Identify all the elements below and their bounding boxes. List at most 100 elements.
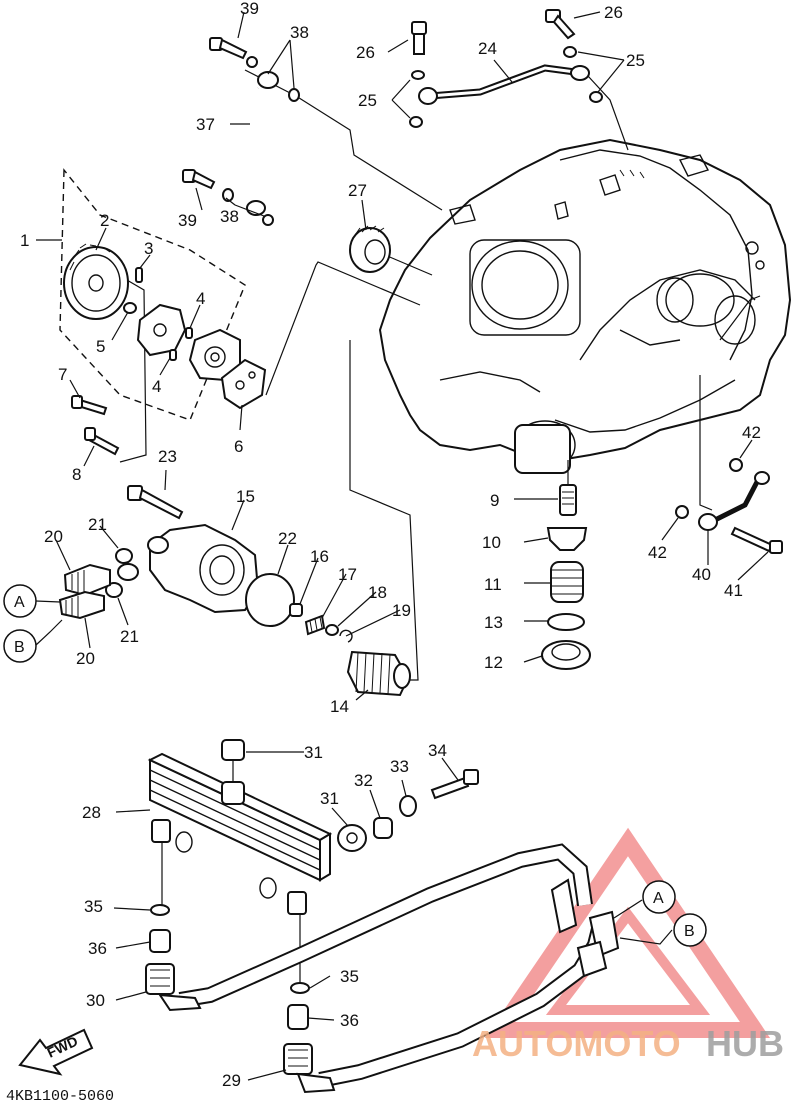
callout-21: 21: [120, 627, 139, 646]
fitting-20-upper: [63, 563, 111, 597]
callout-20: 20: [44, 527, 63, 546]
washer-42-upper: [729, 458, 743, 472]
callout-9: 9: [490, 491, 499, 510]
callout-12: 12: [484, 653, 503, 672]
svg-text:HUB: HUB: [706, 1023, 784, 1064]
callout-29: 29: [222, 1071, 241, 1090]
callout-14: 14: [330, 697, 349, 716]
callout-16: 16: [310, 547, 329, 566]
connector-a-right: A: [642, 880, 676, 914]
o-ring-13: [547, 613, 585, 631]
callout-4: 4: [152, 377, 161, 396]
washer-38b: [288, 88, 300, 102]
callout-20: 20: [76, 649, 95, 668]
pin: [135, 267, 143, 283]
crankcase: [378, 138, 792, 474]
fwd-arrow-icon: FWD: [18, 1028, 94, 1076]
fitting-20-lower: [58, 590, 105, 620]
callout-25: 25: [626, 51, 645, 70]
callout-3: 3: [144, 239, 153, 258]
svg-text:A: A: [653, 890, 664, 907]
callout-28: 28: [82, 803, 101, 822]
gasket-pump: [220, 358, 267, 410]
drain-plug-12: [541, 640, 591, 670]
washer-screw: [123, 302, 137, 314]
callout-4: 4: [196, 289, 205, 308]
oil-pump-cover: [136, 303, 187, 357]
svg-text:AUTOMOTO: AUTOMOTO: [472, 1023, 681, 1064]
washer-25b: [409, 116, 423, 128]
connector-b-right: B: [673, 913, 707, 947]
washer-42-lower: [675, 505, 689, 519]
oil-cooler-28: [147, 752, 333, 915]
callout-2: 2: [100, 211, 109, 230]
callout-35: 35: [84, 897, 103, 916]
o-ring-35-upper: [150, 904, 170, 916]
circlip-19: [339, 629, 353, 643]
connector-b-left: B: [3, 629, 37, 663]
callout-33: 33: [390, 757, 409, 776]
damper-31-lower: [337, 824, 367, 852]
callout-11: 11: [484, 575, 502, 594]
callout-31: 31: [320, 789, 339, 808]
washer-38a: [246, 56, 258, 68]
callout-34: 34: [428, 741, 447, 760]
callout-27: 27: [348, 181, 367, 200]
callout-38: 38: [290, 23, 309, 42]
connector-a-left: A: [3, 584, 37, 618]
callout-22: 22: [278, 529, 297, 548]
bolt-7: [71, 395, 108, 416]
callout-8: 8: [72, 465, 81, 484]
callout-30: 30: [86, 991, 105, 1010]
callout-36: 36: [88, 939, 107, 958]
bolt-23: [127, 485, 184, 520]
spring-17: [304, 614, 326, 636]
dowel-pin-upper: [185, 327, 193, 339]
callout-35: 35: [340, 967, 359, 986]
o-ring-35-lower: [290, 982, 310, 994]
pipe-9: [559, 484, 577, 516]
dowel-pin-lower: [169, 349, 177, 361]
callout-19: 19: [392, 601, 411, 620]
washer-25a: [411, 70, 425, 80]
spacer-16: [289, 603, 303, 617]
callout-26: 26: [356, 43, 375, 62]
oil-pump-gear: [63, 243, 129, 320]
callout-labels: 1 2 3 4 4 5 6 7 8 9 10 11 12 13 14 15 16…: [20, 0, 761, 1090]
oil-filter-14: [346, 650, 411, 697]
hose-fittings-right: [550, 878, 620, 978]
callout-39: 39: [178, 211, 197, 230]
callout-13: 13: [484, 613, 503, 632]
svg-text:B: B: [684, 923, 695, 940]
callout-23: 23: [158, 447, 177, 466]
damper-31-upper: [221, 739, 245, 761]
collar-36-lower: [287, 1004, 309, 1030]
callout-5: 5: [96, 337, 105, 356]
bolt-39-upper: [209, 37, 248, 60]
callout-41: 41: [724, 581, 743, 600]
leader-lines: [119, 69, 761, 985]
collar-36-upper: [149, 929, 171, 953]
callout-15: 15: [236, 487, 255, 506]
callout-6: 6: [234, 437, 243, 456]
callout-42: 42: [648, 543, 667, 562]
bolt-8: [84, 427, 120, 456]
callout-24: 24: [478, 39, 497, 58]
callout-39: 39: [240, 0, 259, 18]
bolt-39-lower: [182, 169, 216, 190]
callout-1: 1: [20, 231, 29, 250]
callout-26: 26: [604, 3, 623, 22]
pipe-40: [698, 471, 770, 531]
washer-33: [399, 795, 417, 817]
washer-38d: [262, 214, 274, 226]
gear-27: [349, 225, 391, 273]
o-ring-21-lower: [105, 582, 123, 598]
oil-pump-assembly-box: [59, 168, 246, 421]
o-ring-22: [245, 573, 295, 627]
union-bolt-26-left: [411, 21, 427, 55]
svg-text:A: A: [14, 594, 25, 611]
bolt-34: [430, 769, 479, 800]
callout-10: 10: [482, 533, 501, 552]
collar-32: [373, 817, 393, 839]
